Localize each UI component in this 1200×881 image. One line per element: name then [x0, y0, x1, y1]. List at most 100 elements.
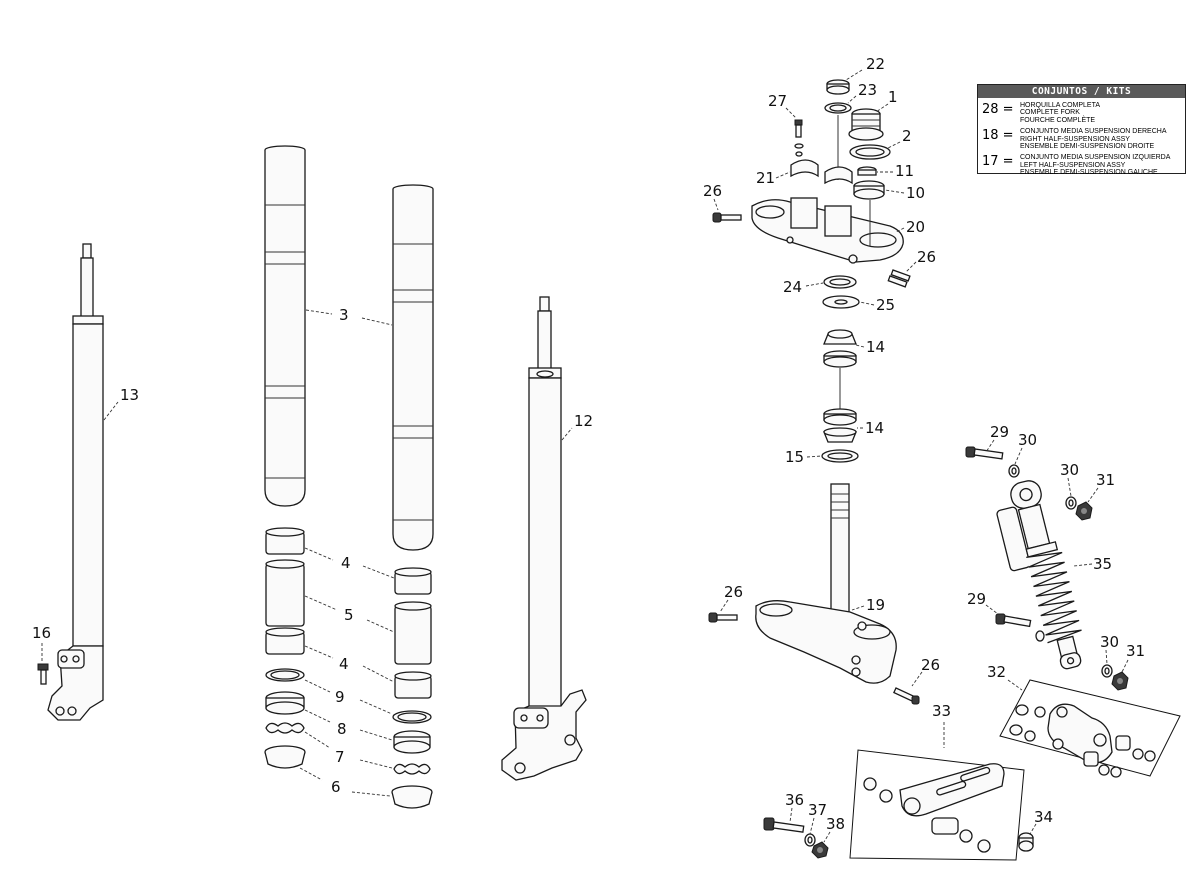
- callout-2: 2: [902, 127, 912, 145]
- callout-25: 25: [876, 296, 895, 314]
- kit-line: ENSEMBLE DEMI-SUSPENSION GAUCHE: [1020, 169, 1158, 177]
- nut-31-bottom: [1111, 671, 1129, 691]
- callout-1: 1: [888, 88, 898, 106]
- bolt-29-bottom: [995, 613, 1045, 642]
- shock-absorber-35: [996, 480, 1082, 670]
- kit-line: CONJUNTO MEDIA SUSPENSION DERECHA: [1020, 128, 1167, 136]
- bearing-14-lower: [823, 408, 857, 443]
- nut-38: [811, 841, 829, 859]
- callout-4-top: 4: [341, 554, 351, 572]
- washer-2: [849, 144, 891, 160]
- callout-23: 23: [858, 81, 877, 99]
- bolt-26-b: [887, 269, 911, 288]
- linkage-kit-32: [999, 679, 1181, 778]
- callout-24: 24: [783, 278, 802, 296]
- upper-triple-clamp-20: [751, 197, 904, 264]
- callout-21: 21: [756, 169, 775, 187]
- right-bush-stack: [391, 567, 433, 809]
- callout-30-bottom: 30: [1100, 633, 1119, 651]
- kit-line: COMPLETE FORK: [1020, 109, 1080, 117]
- washer-30-top-b: [1065, 496, 1077, 510]
- washer-37: [804, 833, 816, 847]
- seal-24: [823, 275, 857, 289]
- callout-30-top-b: 30: [1060, 461, 1079, 479]
- bush-11: [857, 166, 877, 176]
- bolt-27: [794, 119, 804, 157]
- kit-line: RIGHT HALF-SUSPENSION ASSY: [1020, 135, 1130, 143]
- callout-11: 11: [895, 162, 914, 180]
- bolt-26-c: [708, 612, 738, 623]
- legend-kit-28: 28 = HORQUILLA COMPLETA COMPLETE FORK FO…: [978, 98, 1185, 124]
- legend-kit-18: 18 = CONJUNTO MEDIA SUSPENSION DERECHA R…: [978, 124, 1185, 150]
- bush-34: [1018, 832, 1034, 852]
- kit-line: LEFT HALF-SUSPENSION ASSY: [1020, 161, 1126, 169]
- bearing-14-upper: [823, 329, 857, 368]
- callout-31-bottom: 31: [1126, 642, 1145, 660]
- legend-kit-17: 17 = CONJUNTO MEDIA SUSPENSION IZQUIERDA…: [978, 150, 1185, 176]
- callout-12: 12: [574, 412, 593, 430]
- callout-29-bottom: 29: [967, 590, 986, 608]
- callout-26-d: 26: [921, 656, 940, 674]
- link-kit-33: [849, 722, 1025, 861]
- callout-19: 19: [866, 596, 885, 614]
- legend-title: CONJUNTOS / KITS: [978, 85, 1185, 98]
- washer-25: [822, 295, 860, 309]
- cap-22: [826, 79, 850, 95]
- fork-tube-right: [392, 184, 434, 551]
- callout-13: 13: [120, 386, 139, 404]
- callout-32: 32: [987, 663, 1006, 681]
- kit-code: 28 =: [982, 102, 1014, 117]
- callout-9: 9: [335, 688, 345, 706]
- bush-10: [853, 180, 885, 200]
- clamps-21: [790, 159, 853, 185]
- callout-31-top: 31: [1096, 471, 1115, 489]
- kit-line: HORQUILLA COMPLETA: [1020, 102, 1101, 109]
- callout-37: 37: [808, 801, 827, 819]
- callout-29-top: 29: [990, 423, 1009, 441]
- callout-4-bottom: 4: [339, 655, 349, 673]
- bolt-29-top: [965, 446, 1004, 460]
- callout-34: 34: [1034, 808, 1053, 826]
- callout-36: 36: [785, 791, 804, 809]
- callout-15: 15: [785, 448, 804, 466]
- callout-3: 3: [339, 306, 349, 324]
- washer-23: [824, 102, 852, 114]
- callout-26-b: 26: [917, 248, 936, 266]
- callout-33: 33: [932, 702, 951, 720]
- callout-30-top-a: 30: [1018, 431, 1037, 449]
- callout-20: 20: [906, 218, 925, 236]
- callout-38: 38: [826, 815, 845, 833]
- callout-7: 7: [335, 748, 345, 766]
- left-fork-leg: [47, 243, 104, 721]
- lower-triple-clamp-19: [755, 483, 897, 684]
- kit-line: FOURCHE COMPLÈTE: [1020, 116, 1096, 124]
- callout-14-upper: 14: [866, 338, 885, 356]
- callout-27: 27: [768, 92, 787, 110]
- callout-14-lower: 14: [865, 419, 884, 437]
- bolt-26-d: [893, 687, 920, 705]
- washer-30-bottom: [1101, 664, 1113, 678]
- callout-26-a: 26: [703, 182, 722, 200]
- seal-15: [821, 449, 859, 463]
- kit-line: CONJUNTO MEDIA SUSPENSION IZQUIERDA: [1020, 154, 1171, 162]
- fork-tube-left: [264, 145, 306, 507]
- steering-nut-1: [848, 108, 884, 141]
- callout-35: 35: [1093, 555, 1112, 573]
- kits-legend: CONJUNTOS / KITS 28 = HORQUILLA COMPLETA…: [977, 84, 1186, 176]
- left-bush-stack: [264, 527, 306, 769]
- bolt-16: [37, 663, 49, 685]
- callout-8: 8: [337, 720, 347, 738]
- bolt-36: [763, 817, 805, 833]
- washer-30-top-a: [1008, 464, 1020, 478]
- callout-16: 16: [32, 624, 51, 642]
- kit-line: ENSEMBLE DEMI-SUSPENSION DROITE: [1020, 143, 1155, 151]
- nut-31-top: [1075, 501, 1093, 521]
- callout-26-c: 26: [724, 583, 743, 601]
- callout-22: 22: [866, 55, 885, 73]
- bolt-26-a: [712, 212, 742, 223]
- callout-10: 10: [906, 184, 925, 202]
- right-fork-leg: [501, 296, 587, 781]
- callout-6: 6: [331, 778, 341, 796]
- callout-5: 5: [344, 606, 354, 624]
